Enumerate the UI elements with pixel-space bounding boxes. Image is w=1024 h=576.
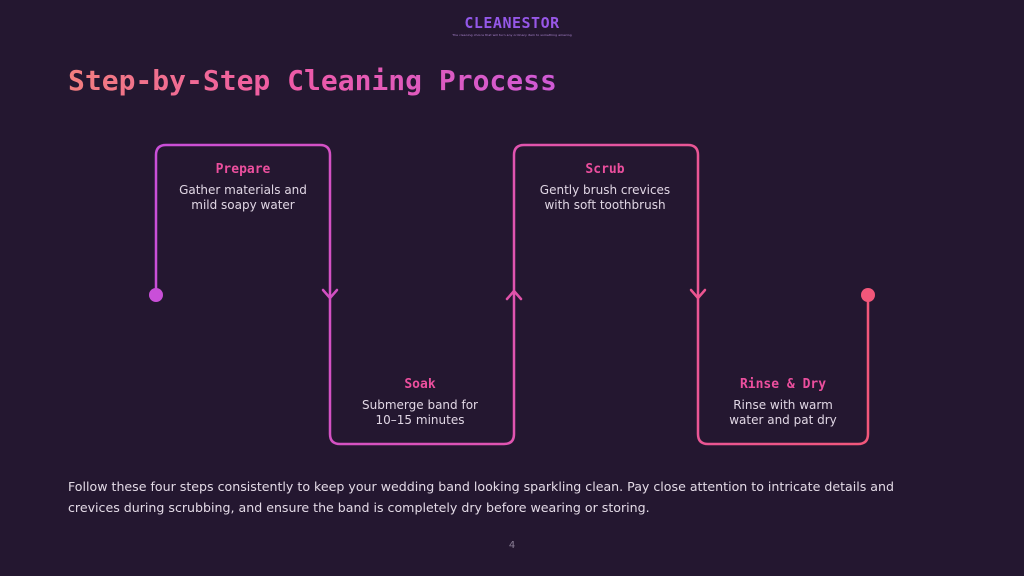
slide-title: Step-by-Step Cleaning Process xyxy=(68,64,557,97)
page-number: 4 xyxy=(508,540,516,551)
step-description: Rinse with warm water and pat dry xyxy=(729,398,837,427)
brand-name: CLEANESTOR xyxy=(0,14,1024,32)
arrow-down-icon xyxy=(689,288,707,300)
step-soak: Soak Submerge band for 10–15 minutes xyxy=(352,377,488,428)
step-prepare: Prepare Gather materials and mild soapy … xyxy=(176,162,310,213)
brand-tagline: The cleaning choice that will turn any o… xyxy=(452,33,572,37)
summary-paragraph: Follow these four steps consistently to … xyxy=(68,479,894,515)
flow-path xyxy=(154,143,870,446)
step-title: Scrub xyxy=(585,162,625,177)
step-title: Soak xyxy=(404,377,436,392)
step-description: Gather materials and mild soapy water xyxy=(179,183,307,212)
step-rinse-dry: Rinse & Dry Rinse with warm water and pa… xyxy=(718,377,848,428)
arrow-down-icon xyxy=(321,288,339,300)
start-dot-icon xyxy=(149,288,163,302)
step-description: Submerge band for 10–15 minutes xyxy=(362,398,478,427)
brand-logo: CLEANESTOR The cleaning choice that will… xyxy=(0,14,1024,37)
step-title: Rinse & Dry xyxy=(739,377,827,392)
end-dot-icon xyxy=(861,288,875,302)
step-description: Gently brush crevices with soft toothbru… xyxy=(539,183,671,212)
arrow-up-icon xyxy=(505,289,523,301)
step-title: Prepare xyxy=(215,162,271,177)
step-scrub: Scrub Gently brush crevices with soft to… xyxy=(538,162,672,213)
